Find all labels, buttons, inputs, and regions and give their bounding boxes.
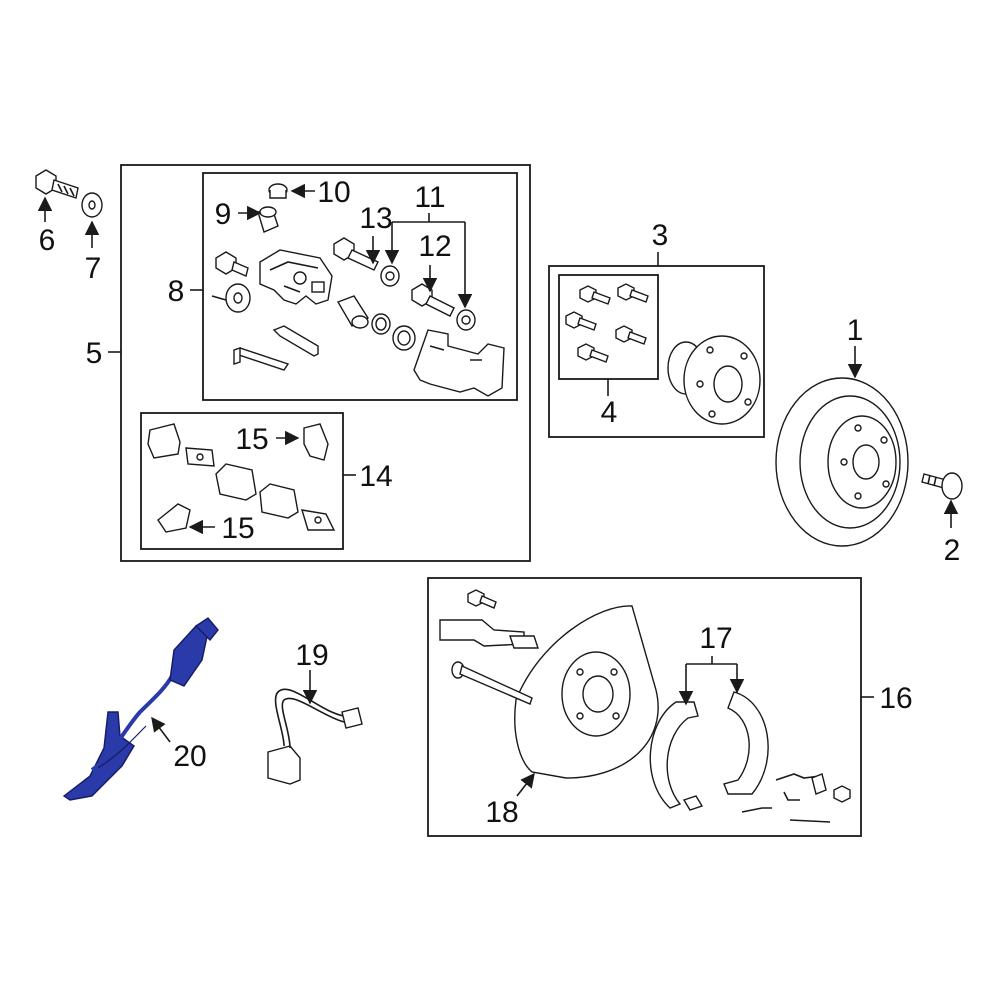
clip-icon[interactable] xyxy=(272,325,319,357)
pad-shim-outer-icon[interactable] xyxy=(301,509,336,531)
callout-14: 14 xyxy=(359,460,392,493)
callout-10: 10 xyxy=(317,176,350,209)
brake-rotor-icon[interactable] xyxy=(775,377,909,547)
rotor-screw-icon[interactable] xyxy=(921,472,963,500)
callout-11: 11 xyxy=(414,181,445,214)
callout-17: 17 xyxy=(699,622,732,655)
callout-19: 19 xyxy=(295,639,328,672)
bolt-icon[interactable] xyxy=(35,169,79,199)
caliper-body-icon[interactable] xyxy=(259,249,333,305)
bolt-12-icon[interactable] xyxy=(411,283,455,317)
dust-boot-icon[interactable] xyxy=(392,325,416,351)
block-icon[interactable] xyxy=(509,635,539,649)
hub-bolts-icon[interactable] xyxy=(565,283,649,363)
piston-icon[interactable] xyxy=(336,295,370,329)
callout-16: 16 xyxy=(879,682,912,715)
callout-2: 2 xyxy=(944,534,961,567)
washer-icon[interactable] xyxy=(81,192,103,218)
bleeder-screw-icon[interactable] xyxy=(257,206,279,233)
bushing-13-icon[interactable] xyxy=(380,265,400,287)
pad-wear-indicator-icon[interactable] xyxy=(185,447,215,467)
caliper-bracket-icon[interactable] xyxy=(413,329,505,397)
callout-6: 6 xyxy=(39,224,56,257)
callout-15-top: 15 xyxy=(235,423,268,456)
callout-8: 8 xyxy=(168,275,185,308)
bleeder-cap-icon[interactable] xyxy=(268,183,288,199)
callout-7: 7 xyxy=(85,252,102,285)
callout-3: 3 xyxy=(652,219,669,252)
anti-rattle-clip-top-icon[interactable] xyxy=(303,423,329,461)
anti-rattle-clip-bottom-icon[interactable] xyxy=(157,503,191,533)
callout-20: 20 xyxy=(173,740,206,773)
shoe-left-icon[interactable] xyxy=(649,701,699,809)
callout-9: 9 xyxy=(215,198,232,231)
guide-bolt-left-icon[interactable] xyxy=(215,251,249,277)
hex-key-icon[interactable] xyxy=(233,347,290,371)
group-box-5 xyxy=(120,164,531,562)
shoe-right-icon[interactable] xyxy=(723,691,769,795)
callout-18: 18 xyxy=(485,796,518,829)
guide-pin-bolt-icon[interactable] xyxy=(333,237,379,271)
group-box-14 xyxy=(140,412,344,550)
callout-5: 5 xyxy=(86,337,103,370)
spring-kit-icon[interactable] xyxy=(741,773,851,823)
brake-hose-icon[interactable] xyxy=(267,688,363,785)
bushing-11-icon[interactable] xyxy=(456,309,476,331)
group-box-8 xyxy=(202,172,518,401)
bracket-plate-icon[interactable] xyxy=(439,589,525,647)
wheel-hub-icon[interactable] xyxy=(667,335,761,425)
callout-13: 13 xyxy=(359,202,392,235)
group-box-3 xyxy=(548,265,765,438)
callout-1: 1 xyxy=(847,314,864,347)
adjuster-icon[interactable] xyxy=(682,795,704,811)
callout-15-bottom: 15 xyxy=(221,512,254,545)
abs-sensor-icon[interactable] xyxy=(62,617,219,801)
boot-washer-icon[interactable] xyxy=(211,283,251,313)
dust-shield-icon[interactable] xyxy=(514,605,659,779)
pad-shim-icon[interactable] xyxy=(147,423,181,459)
group-box-16 xyxy=(427,577,862,837)
brake-pad-inner-icon[interactable] xyxy=(215,463,257,501)
piston-seal-icon[interactable] xyxy=(371,313,391,335)
long-bolt-icon[interactable] xyxy=(451,661,533,705)
callout-12: 12 xyxy=(418,230,451,263)
callout-4: 4 xyxy=(601,396,618,429)
brake-pad-outer-icon[interactable] xyxy=(259,483,299,519)
